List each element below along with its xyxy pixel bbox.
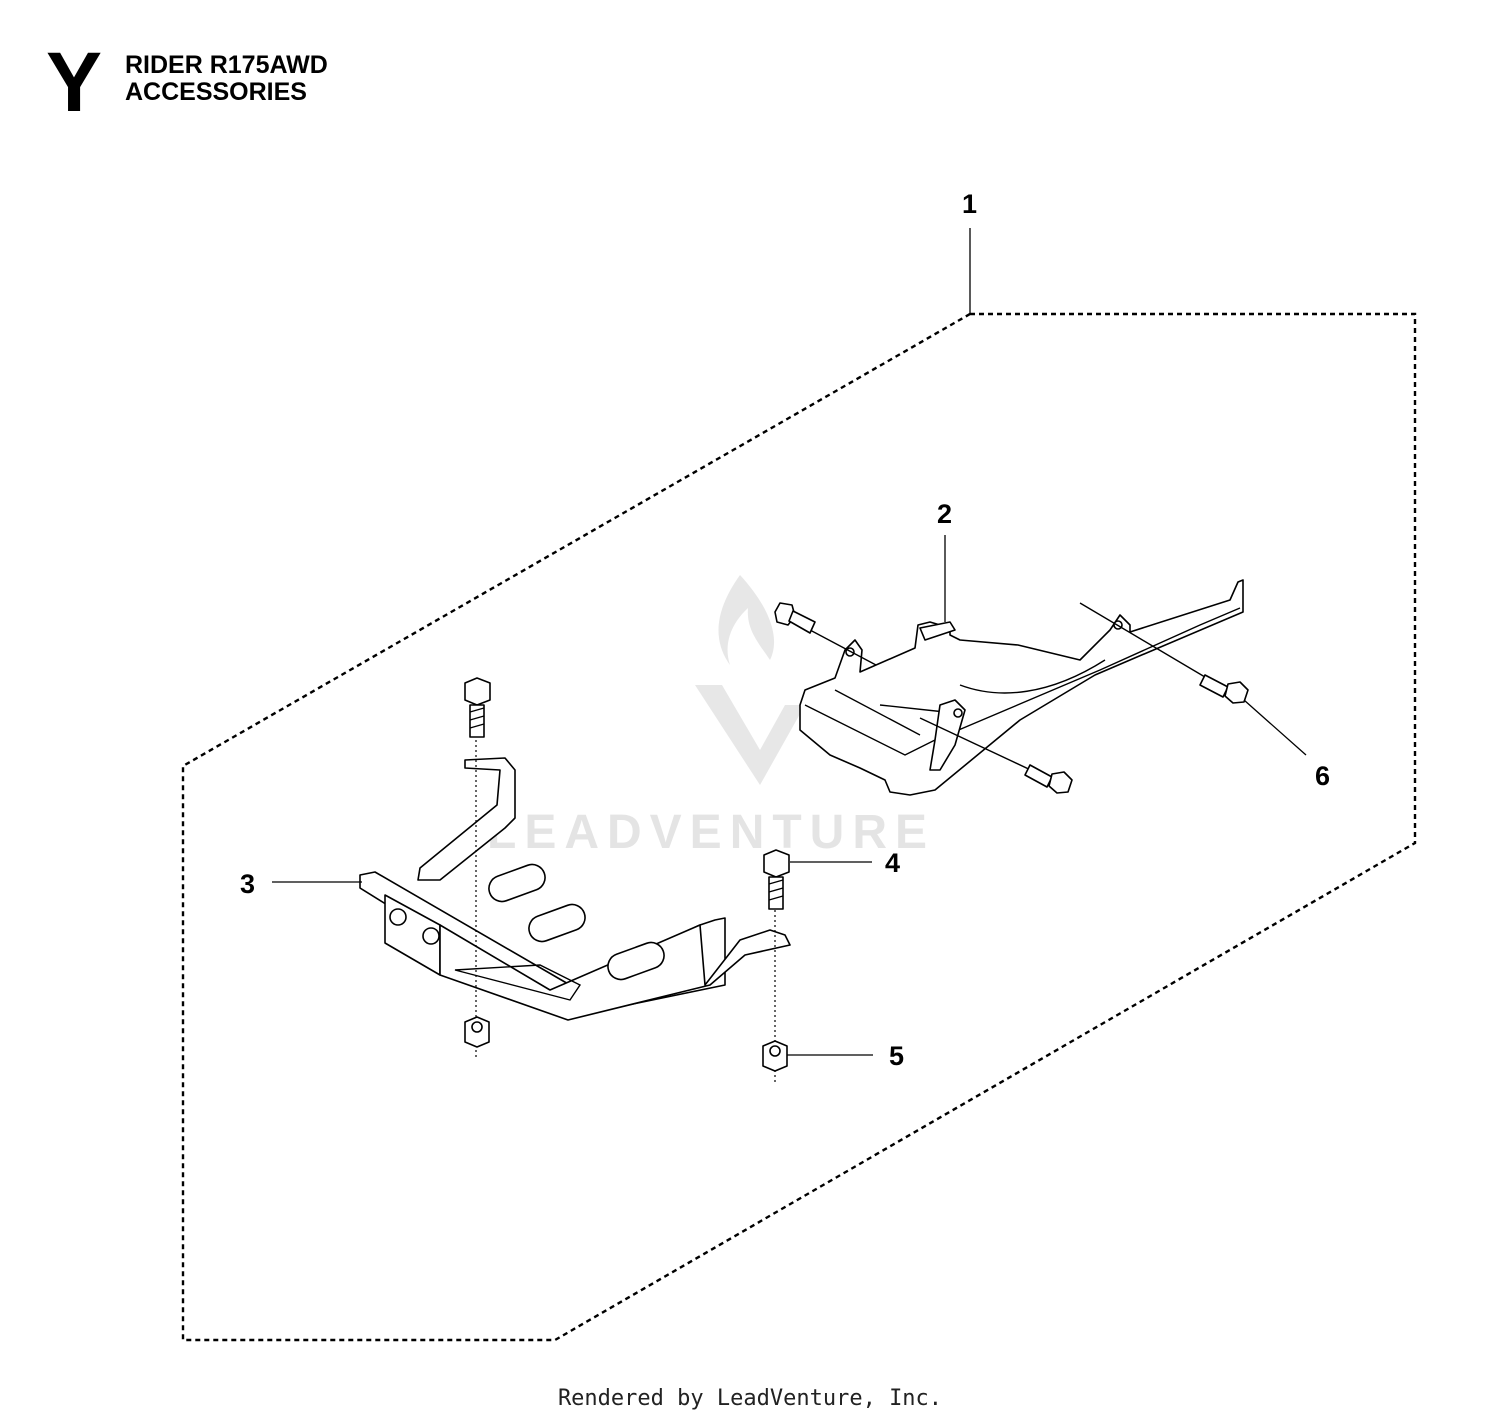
part-3-skid-plate bbox=[359, 757, 791, 1021]
leader-line-6 bbox=[1243, 699, 1307, 756]
part-5-nut bbox=[762, 1040, 788, 1072]
watermark-text: LEADVENTURE bbox=[487, 806, 935, 859]
kit-boundary bbox=[181, 312, 1417, 1342]
callout-3: 3 bbox=[240, 869, 255, 899]
group-name: ACCESSORIES bbox=[125, 78, 307, 106]
callout-4: 4 bbox=[885, 848, 900, 878]
part-4-bolt bbox=[763, 849, 790, 910]
axis-line-part-2-right bbox=[1079, 602, 1211, 681]
bolt-upper-left bbox=[464, 677, 491, 738]
footer-credit: Rendered by LeadVenture, Inc. bbox=[557, 1386, 943, 1411]
bolt-part-2-lower bbox=[1024, 764, 1073, 794]
diagram-title: RIDER R175AWD ACCESSORIES bbox=[125, 52, 328, 106]
section-letter: Y bbox=[46, 35, 103, 129]
part-6-bolt bbox=[1199, 674, 1249, 704]
model-name: RIDER R175AWD bbox=[125, 51, 328, 79]
callout-2: 2 bbox=[937, 499, 952, 529]
leadventure-watermark-logo: LEADVENTURE bbox=[487, 575, 935, 859]
axis-line-part-2-left bbox=[809, 629, 877, 666]
nut-left bbox=[464, 1016, 490, 1048]
axis-line-part-2-lower bbox=[919, 717, 1036, 773]
bolt-part-2-left bbox=[774, 602, 816, 634]
callout-5: 5 bbox=[889, 1041, 904, 1071]
callout-6: 6 bbox=[1315, 761, 1330, 791]
part-2-bracket bbox=[799, 579, 1244, 796]
callout-1: 1 bbox=[962, 189, 977, 219]
